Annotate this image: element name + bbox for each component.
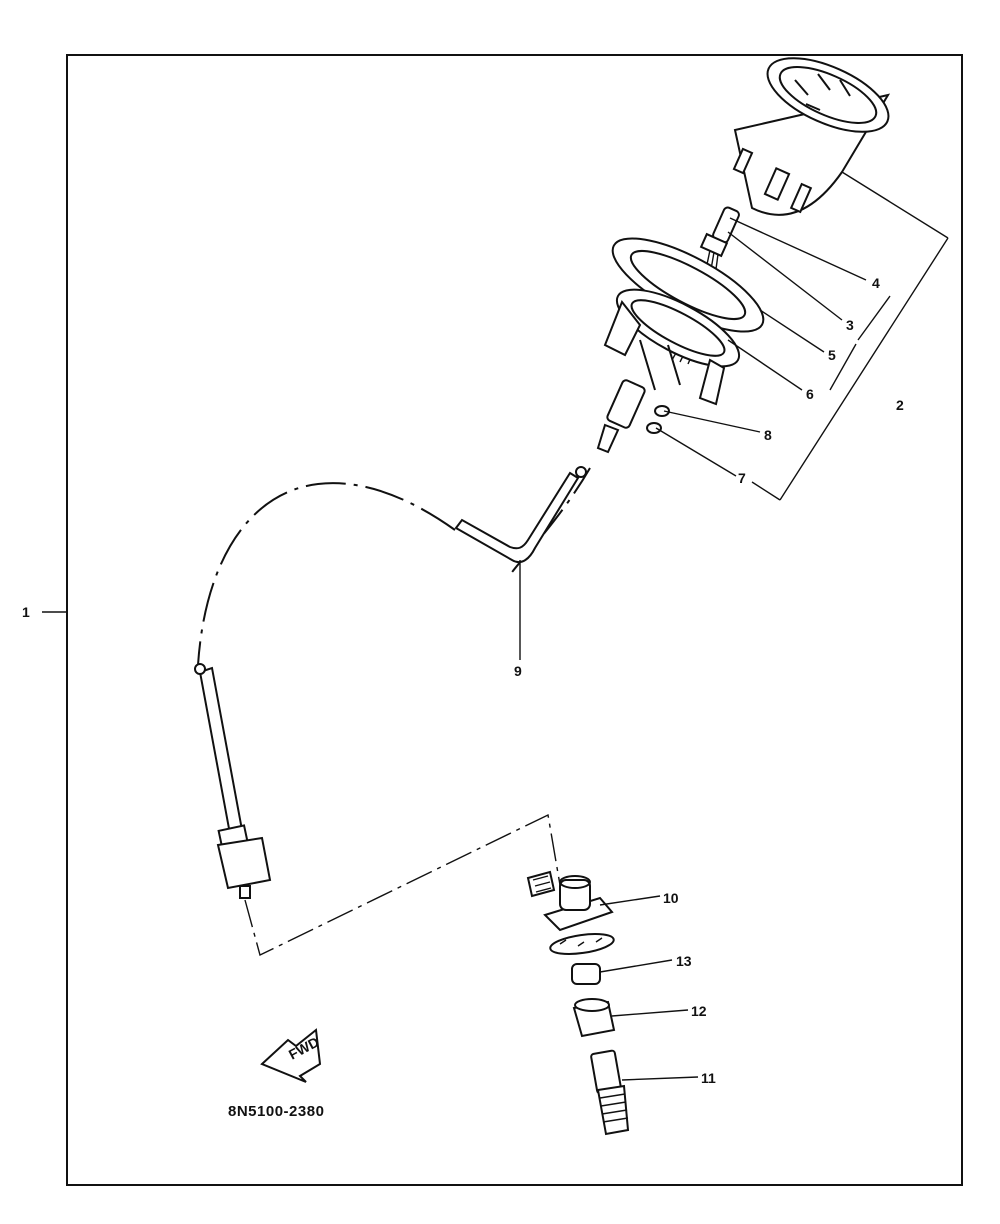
callout-7: 7 (738, 470, 746, 486)
bulb-socket (699, 206, 740, 258)
fwd-arrow-icon: FWD (260, 1028, 322, 1083)
callout-6: 6 (806, 386, 814, 402)
callout-9: 9 (514, 663, 522, 679)
speedometer-gauge (732, 57, 891, 216)
nut (646, 422, 662, 434)
washer (654, 405, 670, 417)
callout-10: 10 (663, 890, 679, 906)
cable-to-drive-leader (244, 813, 561, 956)
callout-leader-lines (42, 171, 949, 1081)
callout-1: 1 (22, 604, 30, 620)
meter-case-bracket (603, 288, 741, 406)
cable-upper-fitting (596, 379, 646, 454)
cable-lower-housing (194, 663, 272, 899)
callout-12: 12 (691, 1003, 707, 1019)
diagram-frame (66, 54, 963, 1186)
speedometer-gear-unit (526, 870, 630, 1136)
callout-2: 2 (896, 397, 904, 413)
cable-guide (454, 466, 587, 564)
callout-3: 3 (846, 317, 854, 333)
callout-4: 4 (872, 275, 880, 291)
callout-13: 13 (676, 953, 692, 969)
callout-8: 8 (764, 427, 772, 443)
callout-5: 5 (828, 347, 836, 363)
speedometer-cable (509, 467, 591, 576)
speedometer-cable-upper (197, 482, 456, 666)
reference-code: 8N5100-2380 (228, 1103, 324, 1120)
callout-11: 11 (701, 1070, 716, 1086)
